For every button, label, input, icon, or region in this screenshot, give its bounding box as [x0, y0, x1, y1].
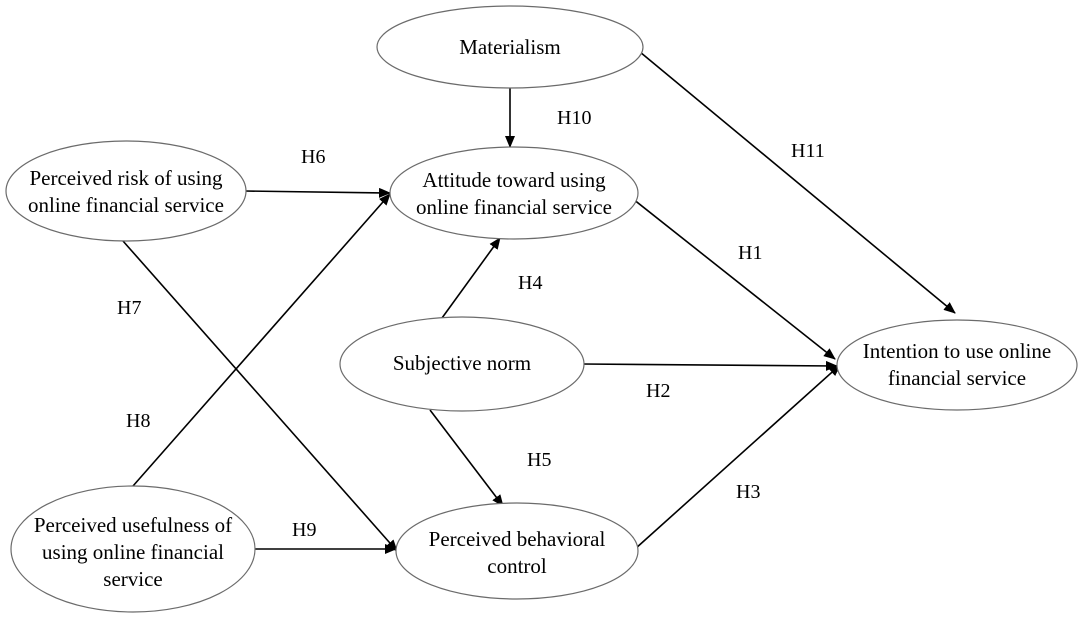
edge-h7	[122, 240, 398, 552]
edge-h5	[429, 409, 504, 507]
edge-h6	[244, 187, 391, 198]
node-label-line-3: service	[103, 567, 162, 591]
node-attitude: Attitude toward using online financial s…	[389, 146, 639, 240]
hypothesis-label-h9: H9	[292, 519, 316, 541]
hypothesis-label-h7: H7	[117, 297, 141, 319]
hypothesis-label-h8: H8	[126, 410, 150, 432]
edge-h1	[627, 194, 836, 360]
node-intention: Intention to use online financial servic…	[836, 319, 1078, 411]
hypothesis-label-h3: H3	[736, 481, 760, 503]
edge-h11	[639, 51, 956, 314]
node-label-line-2: financial service	[888, 366, 1026, 390]
hypothesis-label-h6: H6	[301, 146, 325, 168]
node-label: Subjective norm	[393, 351, 531, 375]
node-label-line-2: online financial service	[416, 195, 612, 219]
node-perceived-risk: Perceived risk of using online financial…	[5, 140, 247, 242]
nodes: Materialism Perceived risk of using onli…	[5, 5, 1078, 613]
node-label-line-1: Intention to use online	[863, 339, 1051, 363]
hypothesis-label-h1: H1	[738, 242, 762, 264]
hypothesis-labels: H10 H11 H6 H1 H4 H7 H2 H8 H5 H3 H9	[117, 107, 825, 541]
node-label-line-1: Perceived behavioral	[429, 527, 606, 551]
node-label-line-2: using online financial	[42, 540, 224, 564]
hypothesis-label-h4: H4	[518, 272, 542, 294]
node-perceived-usefulness: Perceived usefulness of using online fin…	[10, 485, 256, 613]
node-label-line-1: Attitude toward using	[422, 168, 606, 192]
node-label-line-1: Perceived risk of using	[29, 166, 223, 190]
edge-h3	[634, 364, 841, 550]
edge-h2	[581, 360, 838, 371]
node-label-line-1: Perceived usefulness of	[34, 513, 232, 537]
node-perceived-behavioral-control: Perceived behavioral control	[395, 502, 639, 600]
node-subjective-norm: Subjective norm	[339, 316, 585, 412]
hypothesis-label-h5: H5	[527, 449, 551, 471]
node-label-line-2: online financial service	[28, 193, 224, 217]
hypothesis-label-h2: H2	[646, 380, 670, 402]
node-label: Materialism	[459, 35, 560, 59]
hypothesis-label-h11: H11	[791, 140, 825, 162]
edge-h4	[441, 237, 501, 319]
node-materialism: Materialism	[376, 5, 644, 89]
hypothesis-label-h10: H10	[557, 107, 591, 129]
edge-h8	[132, 193, 391, 487]
edges	[122, 51, 956, 554]
node-label-line-2: control	[487, 554, 547, 578]
